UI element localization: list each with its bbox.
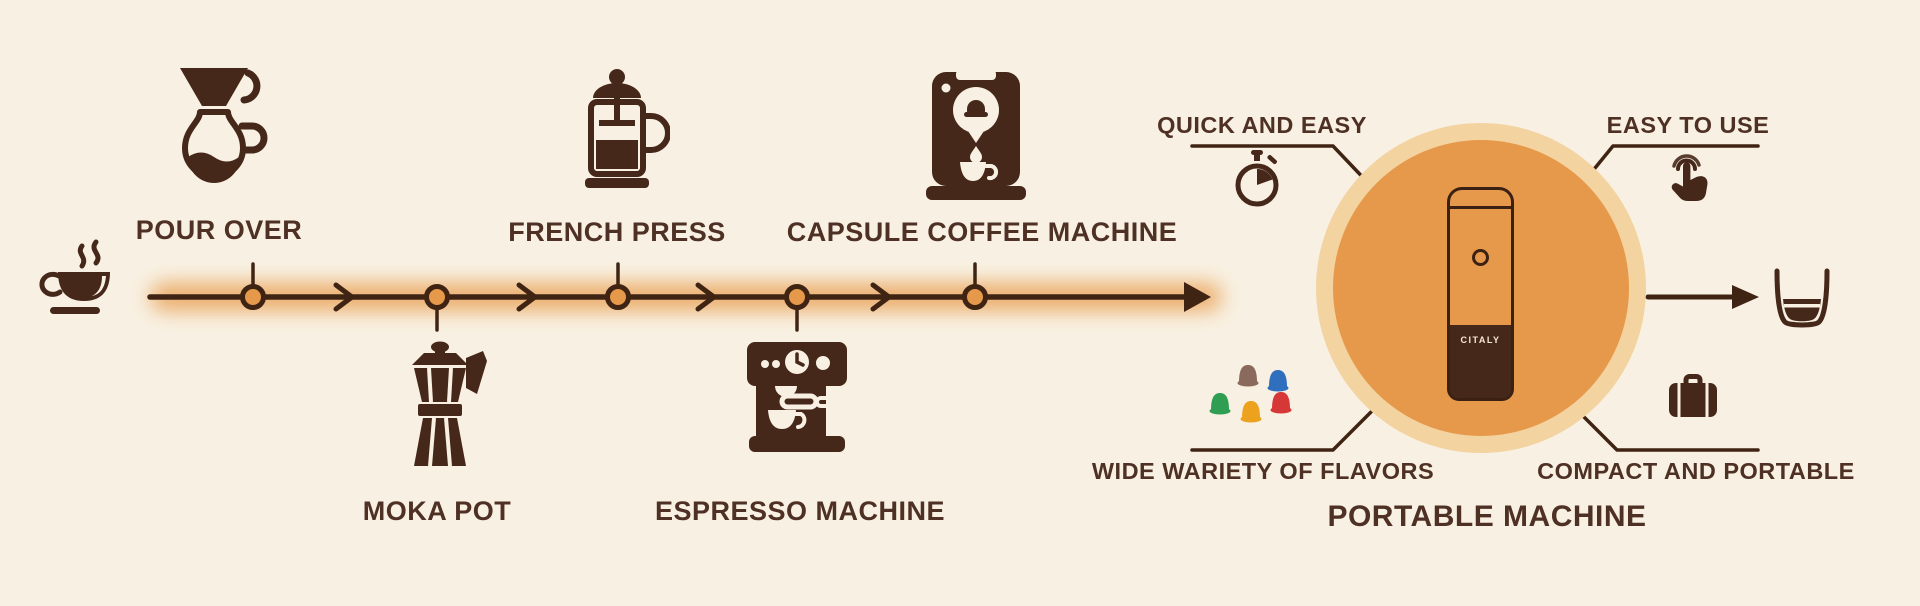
capsule-blue-icon [1267, 370, 1289, 392]
wide-wariety-of-flavors-label: WIDE WARIETY OF FLAVORS [1091, 458, 1435, 484]
timeline-nodes [240, 284, 988, 310]
device-cap [1450, 190, 1511, 209]
stopwatch-icon [1235, 150, 1279, 207]
briefcase-icon [1669, 374, 1717, 417]
french-press-icon [585, 69, 670, 188]
coffee-cup-icon [39, 239, 110, 314]
pour-over-label: POUR OVER [135, 215, 303, 245]
french-press-label: FRENCH PRESS [508, 217, 726, 247]
output-arrow-icon [1645, 285, 1759, 309]
compact-and-portable-label: COMPACT AND PORTABLE [1537, 458, 1855, 484]
capsule-brown-icon [1237, 365, 1259, 387]
tap-finger-icon [1671, 154, 1708, 201]
timeline-chevrons [333, 282, 892, 312]
coffee-capsules-icon [1205, 362, 1310, 434]
espresso-machine-label: ESPRESSO MACHINE [654, 496, 946, 526]
espresso-machine-icon [747, 342, 847, 452]
espresso-glass-icon [1774, 268, 1830, 328]
easy-to-use-label: EASY TO USE [1606, 112, 1770, 138]
portable-machine-device: CITALY [1447, 187, 1514, 401]
quick-and-easy-label: QUICK AND EASY [1157, 112, 1367, 138]
pour-over-icon [180, 68, 268, 183]
device-button [1472, 249, 1489, 266]
device-brand-label: CITALY [1450, 325, 1511, 398]
capsule-coffee-machine-icon [926, 70, 1026, 200]
capsule-orange-icon [1240, 401, 1262, 423]
portable-machine-title: PORTABLE MACHINE [1327, 500, 1647, 533]
capsule-green-icon [1209, 393, 1231, 415]
capsule-red-icon [1270, 392, 1292, 414]
timeline-arrowhead-icon [1184, 282, 1211, 312]
moka-pot-icon [412, 341, 487, 467]
capsule-coffee-machine-label: CAPSULE COFFEE MACHINE [786, 217, 1178, 247]
moka-pot-label: MOKA POT [362, 496, 512, 526]
